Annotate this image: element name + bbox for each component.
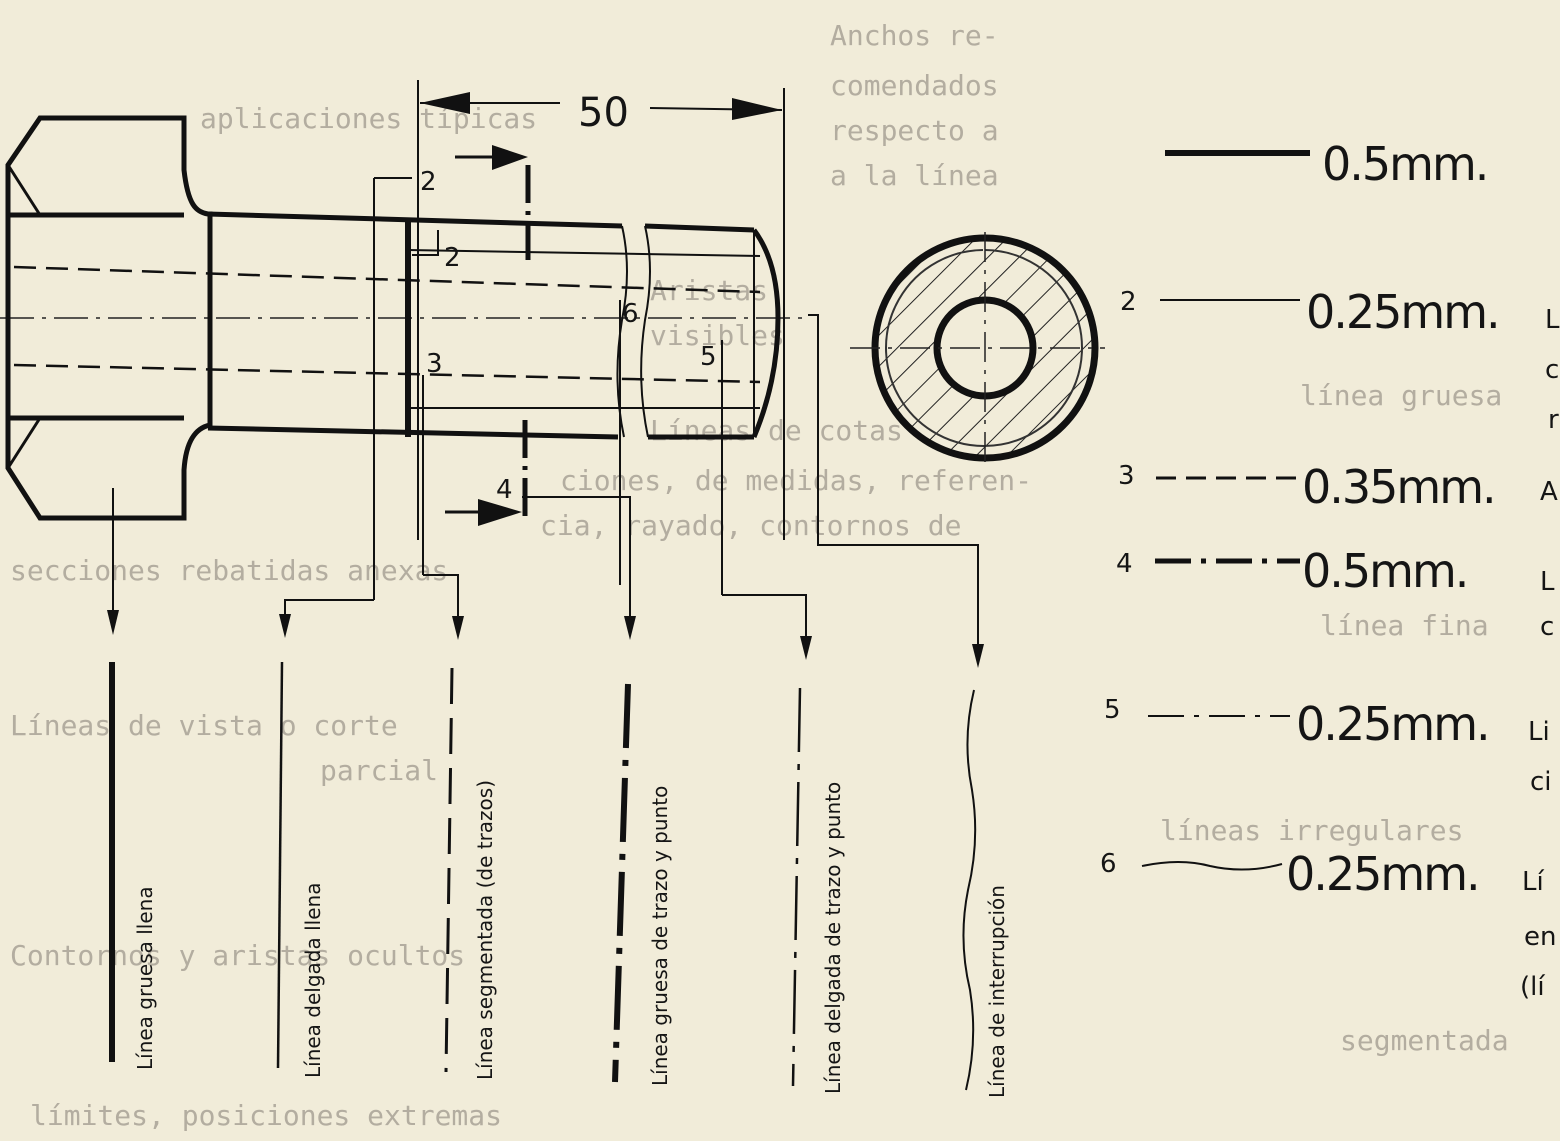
ghost-line: aplicaciones típicas bbox=[200, 102, 537, 135]
legend-width: 0.35mm. bbox=[1302, 460, 1495, 514]
ghost-line: límites, posiciones extremas bbox=[30, 1099, 502, 1132]
ghost-line: Líneas de cotas bbox=[650, 414, 903, 447]
legend-width: 0.5mm. bbox=[1302, 544, 1467, 598]
legend-width: 0.5mm. bbox=[1322, 137, 1487, 191]
ghost-line: Aristas bbox=[650, 274, 768, 307]
caption-line-type: Línea gruesa de trazo y punto bbox=[648, 786, 672, 1086]
ghost-line: comendados bbox=[830, 69, 999, 102]
callout-number: 6 bbox=[622, 299, 639, 329]
legend-width: 0.25mm. bbox=[1306, 285, 1499, 339]
ghost-line: respecto a bbox=[830, 114, 999, 147]
dimension-value: 50 bbox=[578, 90, 629, 136]
sample-dashed bbox=[444, 667, 454, 1073]
ghost-line: Anchos re- bbox=[830, 19, 999, 52]
caption-line-type: Línea gruesa llena bbox=[133, 886, 157, 1070]
callout-number: 4 bbox=[496, 475, 513, 505]
bolt-head bbox=[5, 115, 213, 521]
legend-desc: L bbox=[1540, 567, 1555, 597]
sample-thin-solid bbox=[276, 661, 284, 1069]
bolt-shank bbox=[207, 211, 781, 440]
legend-desc: (lí bbox=[1520, 972, 1545, 1002]
legend: 0.5mm. 2 0.25mm. L c r 3 0.35mm. A 4 0.5… bbox=[1100, 137, 1560, 1002]
legend-width: 0.25mm. bbox=[1286, 847, 1479, 901]
legend-desc: Lí bbox=[1522, 867, 1544, 897]
ghost-line: Líneas de vista o corte bbox=[10, 709, 398, 742]
line-samples bbox=[109, 661, 977, 1091]
line-type-captions: Línea gruesa llena Línea delgada llena L… bbox=[133, 780, 1009, 1098]
ghost-line: Contornos y aristas ocultos bbox=[10, 939, 465, 972]
section-view bbox=[850, 232, 1105, 468]
legend-width: 0.25mm. bbox=[1296, 697, 1489, 751]
legend-desc: ci bbox=[1530, 767, 1552, 797]
callout-number: 5 bbox=[700, 342, 717, 372]
legend-number: 3 bbox=[1118, 461, 1135, 491]
legend-desc: c bbox=[1540, 612, 1554, 642]
legend-number: 5 bbox=[1104, 695, 1121, 725]
dimension-50 bbox=[417, 80, 785, 540]
legend-number: 2 bbox=[1120, 287, 1137, 317]
ghost-line: parcial bbox=[320, 754, 438, 787]
legend-sample-6 bbox=[1141, 861, 1283, 871]
ghost-line: visibles bbox=[650, 319, 785, 352]
ghost-line: línea fina bbox=[1320, 609, 1489, 642]
callout-number: 2 bbox=[444, 243, 461, 273]
legend-desc: A bbox=[1540, 477, 1558, 507]
ghost-line: secciones rebatidas anexas bbox=[10, 554, 448, 587]
ghost-line: segmentada bbox=[1340, 1024, 1509, 1057]
sample-thin-chain bbox=[791, 687, 802, 1087]
legend-desc: Li bbox=[1528, 717, 1550, 747]
legend-desc: r bbox=[1548, 405, 1559, 435]
ghost-line: línea gruesa bbox=[1300, 379, 1502, 412]
callout-number: 2 bbox=[420, 167, 437, 197]
leader-arrows bbox=[107, 610, 984, 668]
sample-break bbox=[962, 689, 977, 1091]
hidden-lines bbox=[13, 265, 761, 384]
cutting-plane bbox=[445, 145, 531, 526]
legend-desc: L bbox=[1545, 305, 1560, 335]
caption-line-type: Línea delgada de trazo y punto bbox=[821, 782, 845, 1094]
legend-desc: en bbox=[1524, 922, 1556, 952]
ghost-line: a la línea bbox=[830, 159, 999, 192]
ghost-line: ciones, de medidas, referen- bbox=[560, 464, 1032, 497]
legend-number: 4 bbox=[1116, 549, 1133, 579]
callout-leaders bbox=[112, 177, 979, 660]
caption-line-type: Línea de interrupción bbox=[985, 885, 1009, 1098]
legend-number: 6 bbox=[1100, 849, 1117, 879]
callout-number: 3 bbox=[426, 349, 443, 379]
caption-line-type: Línea segmentada (de trazos) bbox=[473, 780, 497, 1080]
sample-thick-chain bbox=[612, 683, 631, 1083]
legend-desc: c bbox=[1545, 355, 1559, 385]
bleed-through-text: Anchos re- comendados respecto a a la lí… bbox=[10, 19, 1509, 1132]
ghost-line: líneas irregulares bbox=[1160, 814, 1463, 847]
ghost-line: cia, rayado, contornos de bbox=[540, 509, 961, 542]
caption-line-type: Línea delgada llena bbox=[301, 883, 325, 1078]
